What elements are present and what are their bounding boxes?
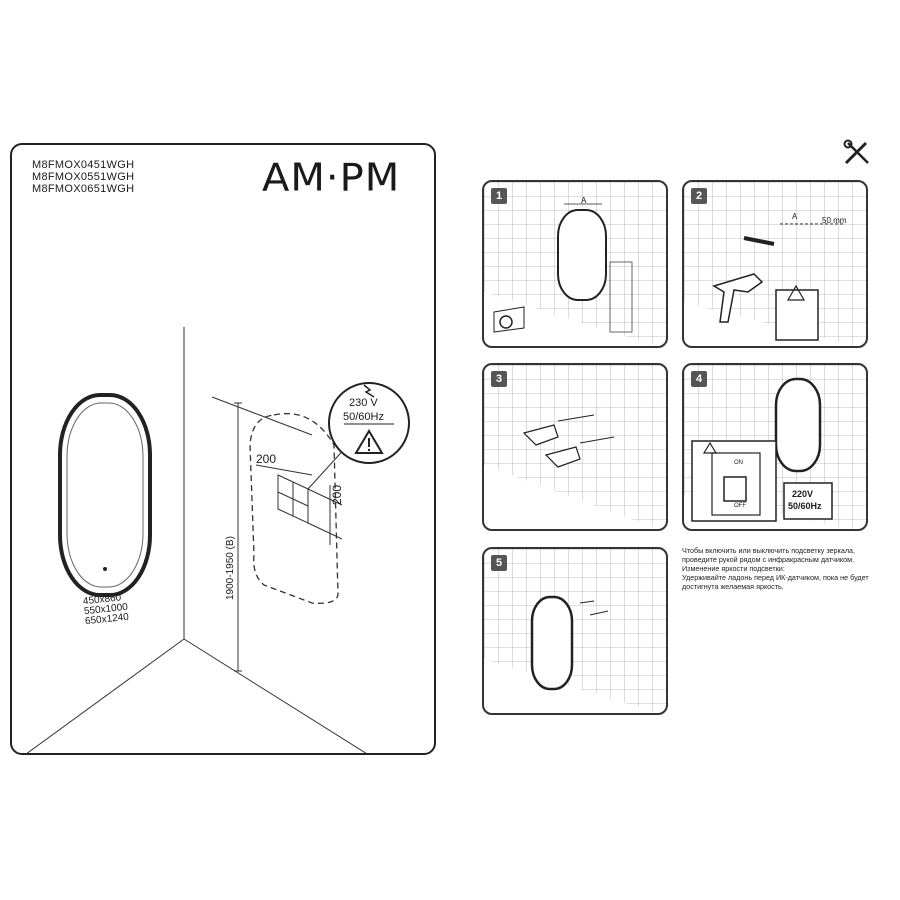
step-number: 3 (491, 371, 507, 387)
step-1-drawing (484, 182, 666, 346)
step-2-drawing (684, 182, 866, 346)
step-1-panel: 1 A (482, 180, 668, 348)
instruction-line: Удерживайте ладонь перед ИК-датчиком, по… (682, 573, 869, 591)
step-4-drawing (684, 365, 866, 529)
overview-drawing (26, 327, 410, 753)
instruction-line: Изменение яркости подсветки: (682, 564, 785, 573)
dim-horizontal: 200 (256, 452, 277, 466)
step-4-panel: 4 ON OFF 220V 50/60Hz (682, 363, 868, 531)
dim-b: 50 mm (822, 216, 847, 225)
model-code: M8FMOX0651WGH (32, 183, 135, 195)
voltage-label: 230 V (349, 397, 378, 409)
dim-a: A (581, 196, 587, 205)
step-5-panel: 5 (482, 547, 668, 715)
frequency-label: 50/60Hz (788, 501, 822, 511)
switch-off-label: OFF (734, 503, 746, 509)
step-number: 1 (491, 188, 507, 204)
step-3-panel: 3 (482, 363, 668, 531)
step-3-drawing (484, 365, 666, 529)
height-range: 1900-1950 (B) (225, 536, 236, 600)
size-list: 450x860 550x1000 650x1240 (82, 592, 129, 627)
step-5-drawing (484, 549, 666, 713)
step-number: 5 (491, 555, 507, 571)
instructions-note: Чтобы включить или выключить подсветку з… (682, 546, 872, 591)
voltage-label: 220V (792, 489, 814, 499)
model-code: M8FMOX0451WGH (32, 159, 135, 171)
model-code: M8FMOX0551WGH (32, 171, 135, 183)
frequency-label: 50/60Hz (343, 411, 384, 423)
step-number: 4 (691, 371, 707, 387)
instruction-line: Чтобы включить или выключить подсветку з… (682, 546, 856, 564)
dim-vertical: 200 (330, 484, 344, 505)
model-list: M8FMOX0451WGH M8FMOX0551WGH M8FMOX0651WG… (32, 159, 134, 195)
step-number: 2 (691, 188, 707, 204)
overview-panel: M8FMOX0451WGH M8FMOX0551WGH M8FMOX0651WG… (10, 143, 436, 755)
tools-icon (842, 139, 872, 172)
brand-logo: AM·PM (262, 156, 401, 200)
switch-on-label: ON (734, 460, 743, 466)
step-2-panel: 2 A 50 mm (682, 180, 868, 348)
dim-a: A (792, 212, 798, 221)
